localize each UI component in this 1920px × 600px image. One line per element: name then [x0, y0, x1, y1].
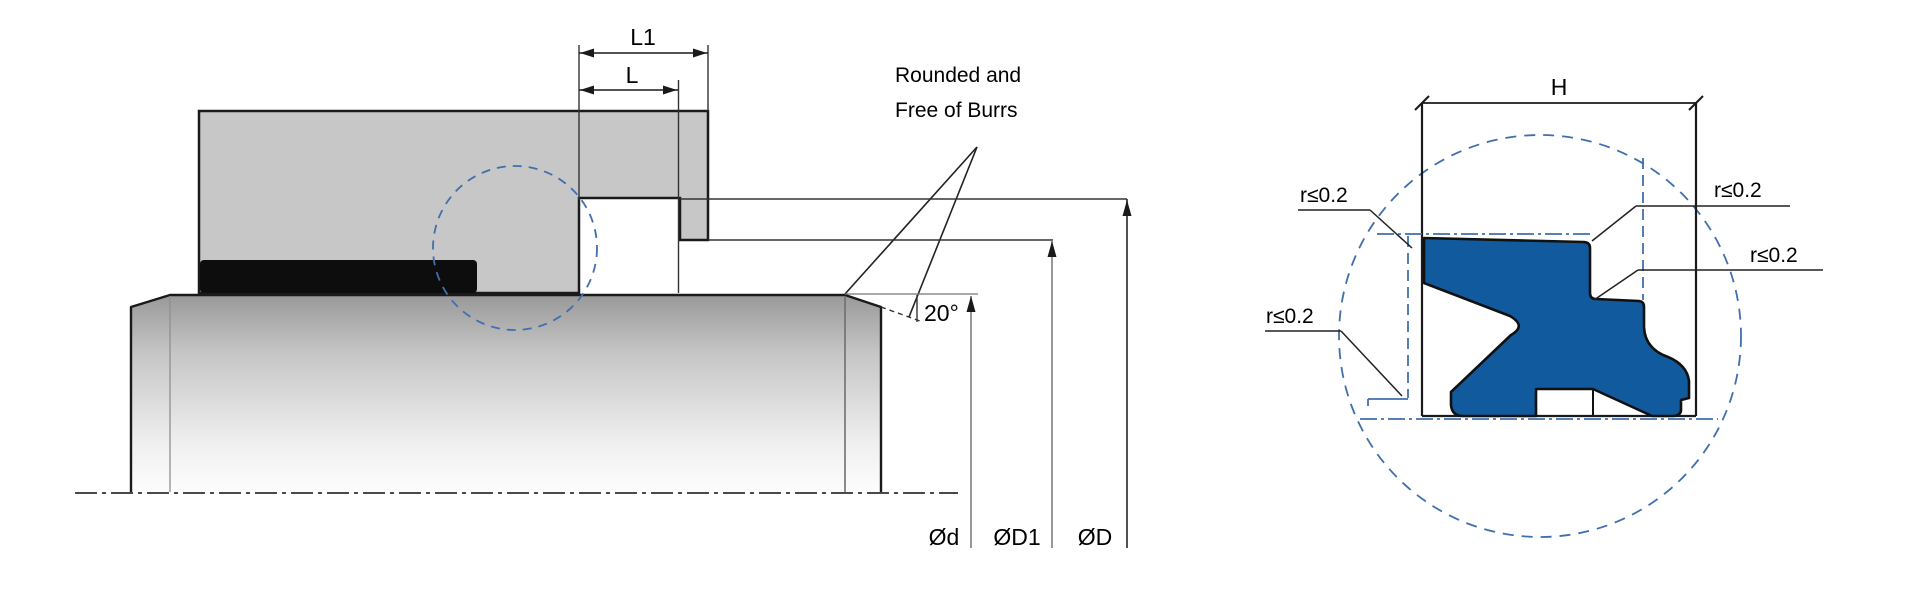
arrowhead-up [966, 296, 976, 312]
label-OD: ØD [1078, 524, 1113, 550]
radius-callout-bottom-left: r≤0.2 [1265, 305, 1403, 397]
dimension-L: L [579, 62, 678, 95]
arrowhead-up [1047, 241, 1057, 257]
detail-circle [1338, 134, 1742, 538]
burr-note: Rounded and Free of Burrs [844, 64, 1021, 318]
label-L1: L1 [630, 24, 656, 50]
arrowhead [580, 48, 594, 58]
label-20deg: 20° [924, 300, 959, 326]
free-state-left-edge [1367, 236, 1409, 406]
leader-line [844, 146, 978, 295]
dimension-H: H [1414, 74, 1704, 111]
label-L: L [626, 62, 639, 88]
label-OD1: ØD1 [993, 524, 1040, 550]
label-r02-top-left: r≤0.2 [1300, 184, 1348, 207]
chamfer-extension-dashed [880, 306, 921, 322]
rod-cross-section [131, 295, 881, 492]
note-line1: Rounded and [895, 64, 1021, 87]
arrowhead [580, 85, 594, 95]
arrowhead-up [1122, 200, 1132, 216]
installation-view: L1 L Rounded and Free of Burrs 20° [75, 24, 1132, 550]
static-seal-black [200, 260, 477, 293]
chamfer-angle-dimension: 20° [845, 293, 978, 326]
detail-view: H r≤0.2 r≤0.2 r≤0.2 r≤0.2 [1265, 74, 1823, 538]
label-r02-mid-right: r≤0.2 [1750, 244, 1798, 267]
label-H: H [1551, 74, 1568, 100]
dimension-L1: L1 [579, 24, 708, 58]
arrowhead [693, 48, 707, 58]
dimension-OD1: ØD1 [993, 240, 1057, 550]
rod-outline [129, 293, 883, 492]
label-r02-bottom-left: r≤0.2 [1266, 305, 1314, 328]
label-r02-top-right: r≤0.2 [1714, 179, 1762, 202]
dimension-Od: Ød [929, 296, 976, 550]
leader-line [908, 146, 978, 318]
arrowhead [663, 85, 677, 95]
radius-callout-mid-right: r≤0.2 [1593, 244, 1823, 301]
dim-tick [1414, 95, 1430, 111]
dimension-OD: ØD [1078, 199, 1132, 550]
detail-marker-circle [432, 165, 598, 331]
note-line2: Free of Burrs [895, 99, 1018, 122]
radius-callout-top-left: r≤0.2 [1298, 184, 1413, 249]
dim-tick [1688, 95, 1704, 111]
radius-callout-top-right: r≤0.2 [1591, 179, 1790, 242]
label-Od: Ød [929, 524, 960, 550]
seal-profile [1422, 236, 1691, 418]
